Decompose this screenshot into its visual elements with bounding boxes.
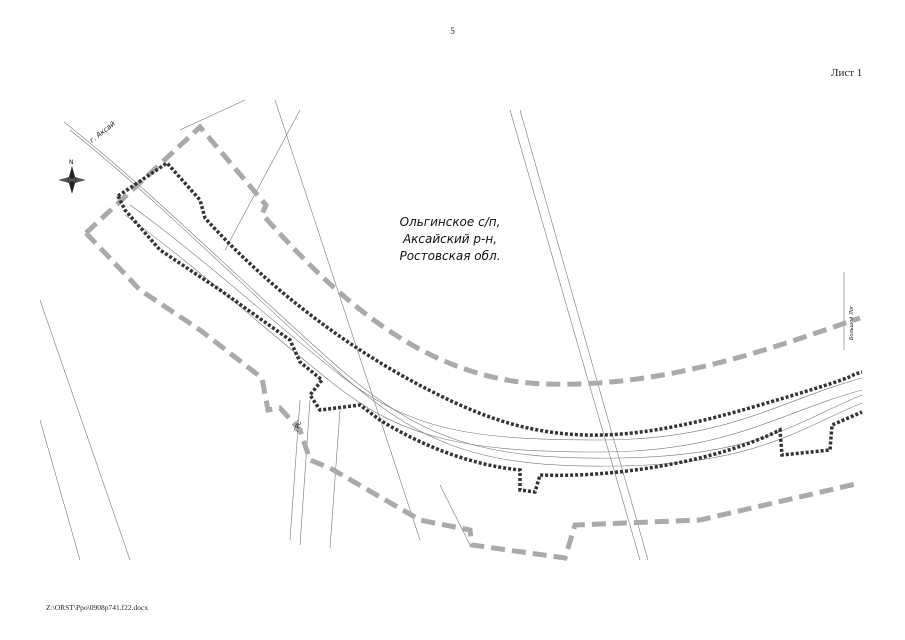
file-path: Z:\ORST\Ppo\0908p741.f22.docx xyxy=(46,603,149,612)
region-label-line-1: Ольгинское с/п, xyxy=(399,215,501,229)
road-label-bottom: ГРС xyxy=(293,419,303,433)
compass-letter: N xyxy=(69,159,74,166)
page-number: 5 xyxy=(450,26,455,36)
road-label-left: г. Аксай xyxy=(88,120,117,145)
sheet-label: Лист 1 xyxy=(831,67,863,79)
inner-boundary xyxy=(116,160,863,494)
outer-boundary xyxy=(84,123,861,561)
road-label-right: Большой Лог xyxy=(849,305,855,340)
region-label-line-3: Ростовская обл. xyxy=(399,249,501,263)
region-label: Ольгинское с/п, Аксайский р-н, Ростовска… xyxy=(375,214,525,265)
road-lines xyxy=(39,99,863,561)
north-arrow-icon: N xyxy=(58,159,86,194)
region-label-line-2: Аксайский р-н, xyxy=(402,232,498,246)
